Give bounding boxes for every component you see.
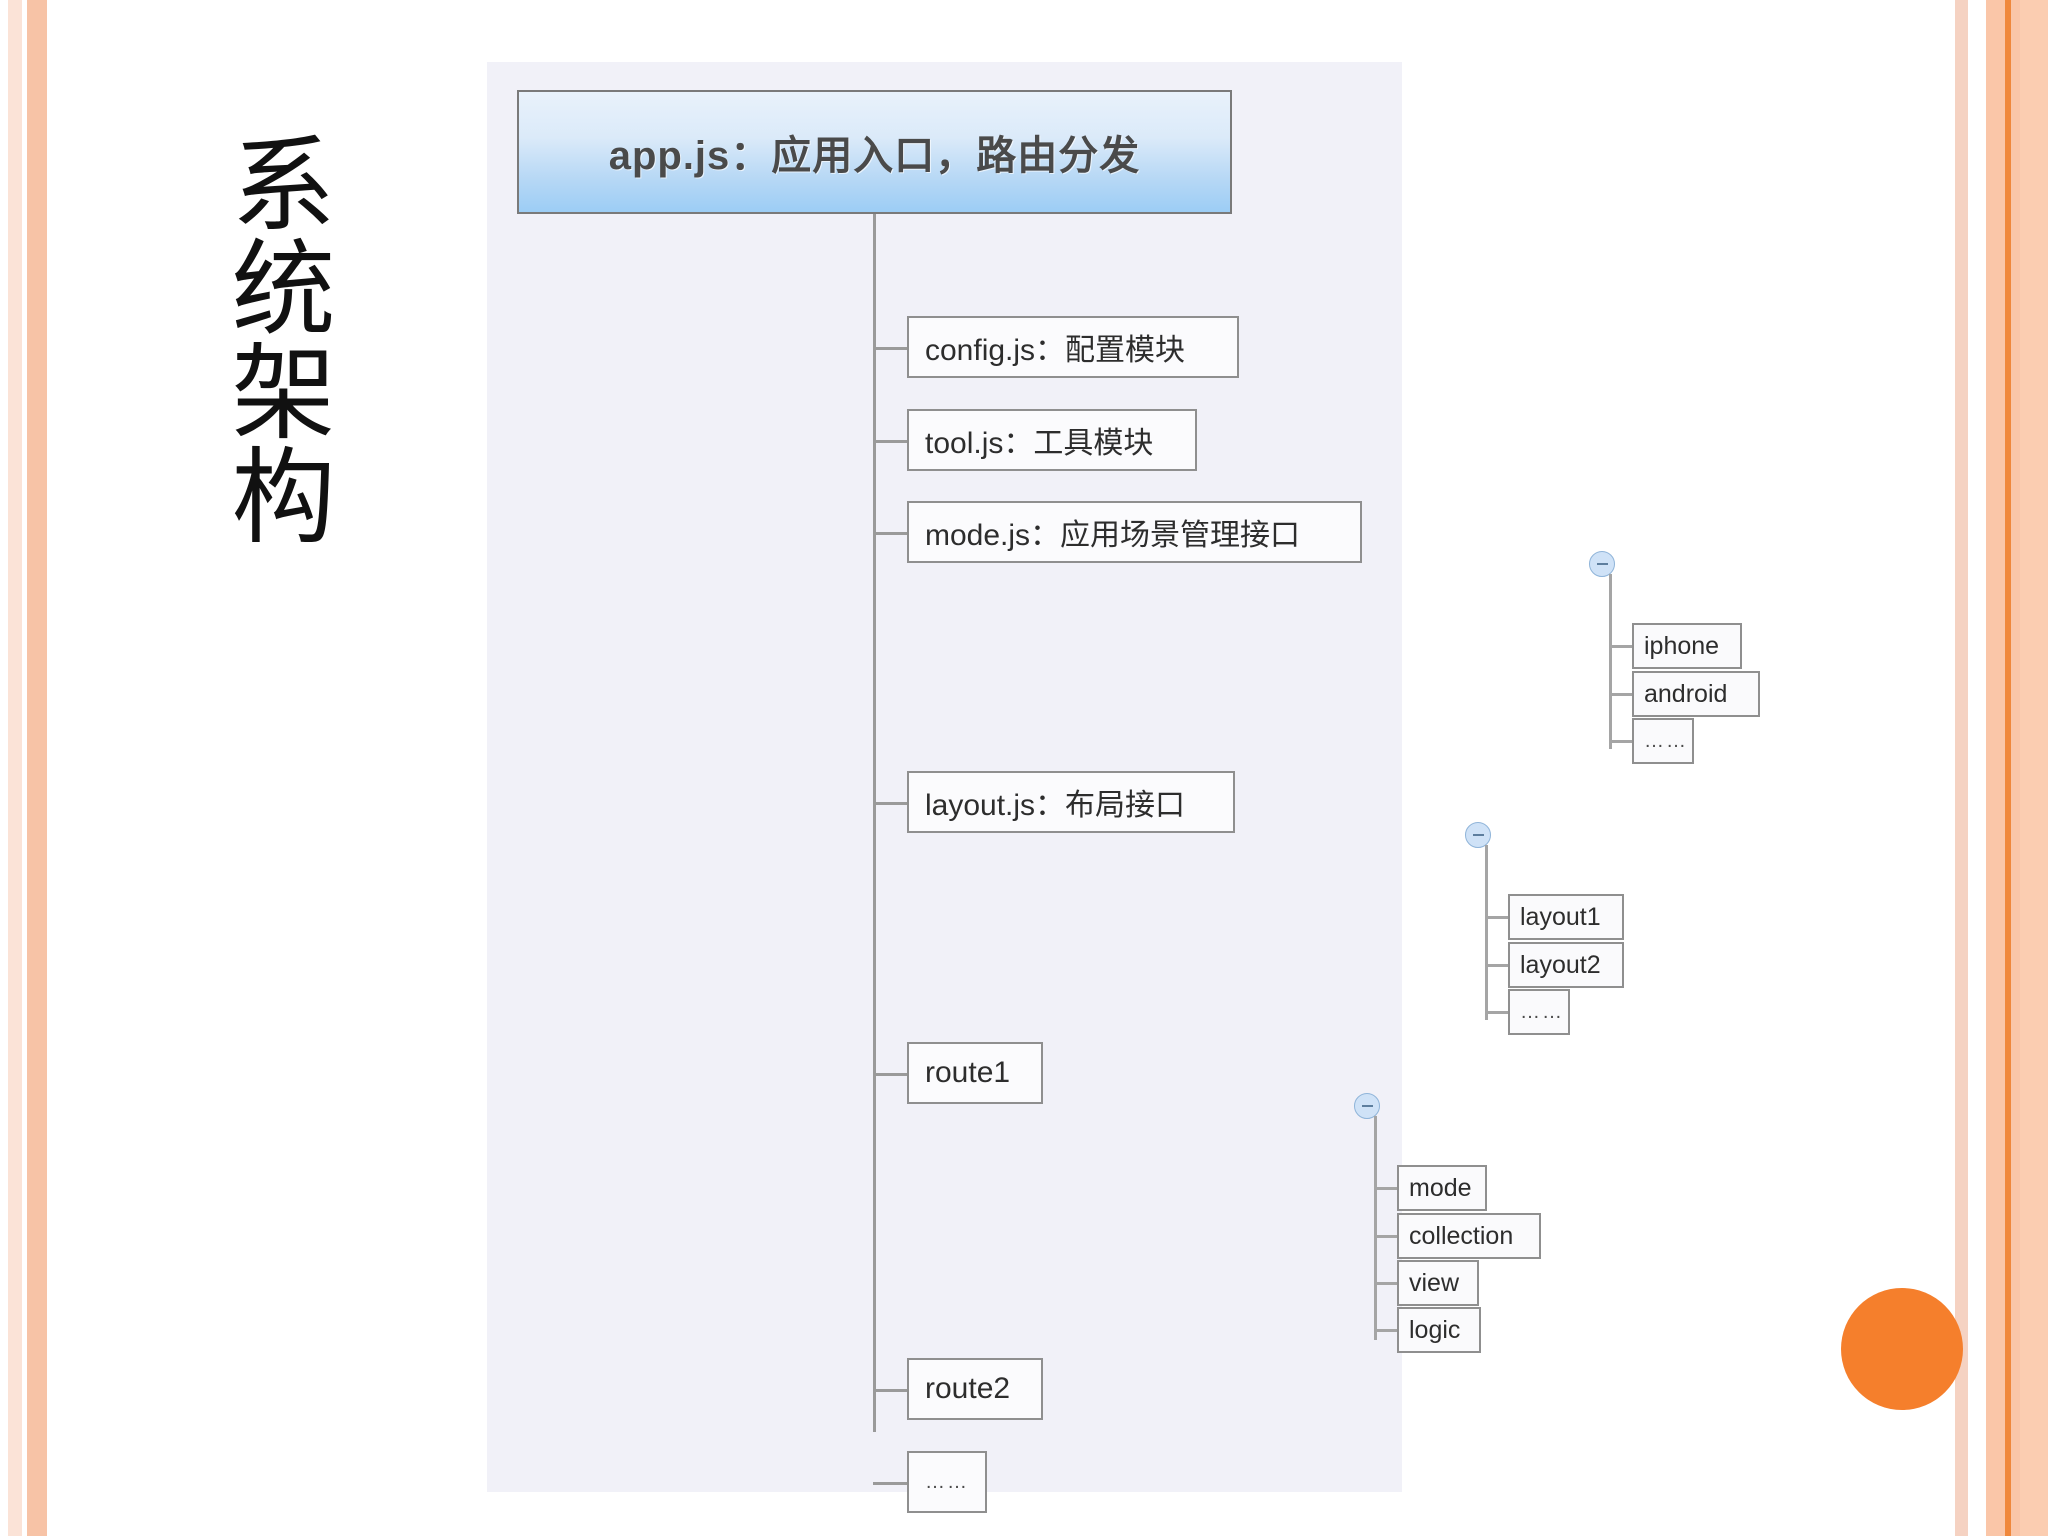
connector-config-js xyxy=(873,347,909,350)
node-layout2-label: layout2 xyxy=(1520,950,1601,979)
node-route-more-label: …… xyxy=(925,1470,969,1493)
node-route2-label: route2 xyxy=(925,1372,1011,1405)
connector-mode-js xyxy=(873,532,909,535)
architecture-diagram: app.js：应用入口，路由分发 config.js：配置模块 tool.js：… xyxy=(487,62,1760,1513)
right-pale-stripe xyxy=(1955,0,1968,1536)
node-config-js-label: config.js：配置模块 xyxy=(925,334,1186,367)
node-mode-more-label: …… xyxy=(1644,729,1688,752)
subtree-trunk-mode-js xyxy=(1609,574,1612,749)
node-route2[interactable]: route2 xyxy=(907,1358,1043,1420)
node-layout1[interactable]: layout1 xyxy=(1508,894,1624,940)
node-layout-js-label: layout.js：布局接口 xyxy=(925,789,1186,822)
right-orange-line xyxy=(2005,0,2011,1536)
collapse-toggle-route1[interactable] xyxy=(1354,1093,1380,1119)
node-collection-label: collection xyxy=(1409,1221,1514,1250)
connector-collection xyxy=(1374,1235,1398,1238)
connector-route-more xyxy=(873,1482,909,1485)
node-android[interactable]: android xyxy=(1632,671,1760,717)
node-route1[interactable]: route1 xyxy=(907,1042,1043,1104)
node-mode-more[interactable]: …… xyxy=(1632,718,1694,764)
node-route-more[interactable]: …… xyxy=(907,1451,987,1513)
node-mode-js-label: mode.js：应用场景管理接口 xyxy=(925,519,1301,552)
node-view[interactable]: view xyxy=(1397,1260,1479,1306)
node-config-js[interactable]: config.js：配置模块 xyxy=(907,316,1239,378)
node-mode[interactable]: mode xyxy=(1397,1165,1487,1211)
connector-layout-js xyxy=(873,802,909,805)
node-layout-more-label: …… xyxy=(1520,1000,1564,1023)
node-android-label: android xyxy=(1644,679,1728,708)
connector-layout1 xyxy=(1485,916,1509,919)
node-app-js-label: app.js：应用入口，路由分发 xyxy=(608,134,1141,178)
right-peach-band-2 xyxy=(2011,0,2020,1536)
node-view-label: view xyxy=(1409,1268,1460,1297)
right-peach-band xyxy=(1986,0,2005,1536)
connector-route2 xyxy=(873,1389,909,1392)
collapse-toggle-layout-js[interactable] xyxy=(1465,822,1491,848)
connector-tool-js xyxy=(873,440,909,443)
node-layout1-label: layout1 xyxy=(1520,902,1601,931)
connector-layout2 xyxy=(1485,964,1509,967)
node-logic[interactable]: logic xyxy=(1397,1307,1481,1353)
left-white-gap xyxy=(22,0,27,1536)
node-layout2[interactable]: layout2 xyxy=(1508,942,1624,988)
collapse-toggle-mode-js[interactable] xyxy=(1589,551,1615,577)
node-iphone[interactable]: iphone xyxy=(1632,623,1742,669)
connector-view xyxy=(1374,1282,1398,1285)
node-mode-label: mode xyxy=(1409,1173,1472,1202)
left-pale-stripe xyxy=(8,0,22,1536)
right-peach-wide xyxy=(2020,0,2048,1536)
node-iphone-label: iphone xyxy=(1644,631,1720,660)
node-logic-label: logic xyxy=(1409,1315,1461,1344)
connector-mode-more xyxy=(1609,740,1633,743)
connector-layout-more xyxy=(1485,1011,1509,1014)
accent-circle xyxy=(1841,1288,1963,1410)
slide-title: 系统架构 xyxy=(215,130,330,546)
left-decoration-stripes xyxy=(0,0,60,1536)
node-collection[interactable]: collection xyxy=(1397,1213,1541,1259)
node-tool-js-label: tool.js：工具模块 xyxy=(925,427,1154,460)
node-tool-js[interactable]: tool.js：工具模块 xyxy=(907,409,1197,471)
connector-logic xyxy=(1374,1329,1398,1332)
subtree-trunk-layout-js xyxy=(1485,845,1488,1020)
node-route1-label: route1 xyxy=(925,1056,1011,1089)
connector-mode xyxy=(1374,1187,1398,1190)
trunk-line-main xyxy=(873,214,876,1432)
connector-route1 xyxy=(873,1073,909,1076)
node-layout-more[interactable]: …… xyxy=(1508,989,1570,1035)
node-app-js[interactable]: app.js：应用入口，路由分发 xyxy=(517,90,1232,214)
node-mode-js[interactable]: mode.js：应用场景管理接口 xyxy=(907,501,1362,563)
connector-android xyxy=(1609,693,1633,696)
connector-iphone xyxy=(1609,645,1633,648)
subtree-trunk-route1 xyxy=(1374,1116,1377,1340)
right-white-gap xyxy=(1968,0,1986,1536)
left-white-edge xyxy=(0,0,8,1536)
node-layout-js[interactable]: layout.js：布局接口 xyxy=(907,771,1235,833)
left-peach-band xyxy=(27,0,47,1536)
